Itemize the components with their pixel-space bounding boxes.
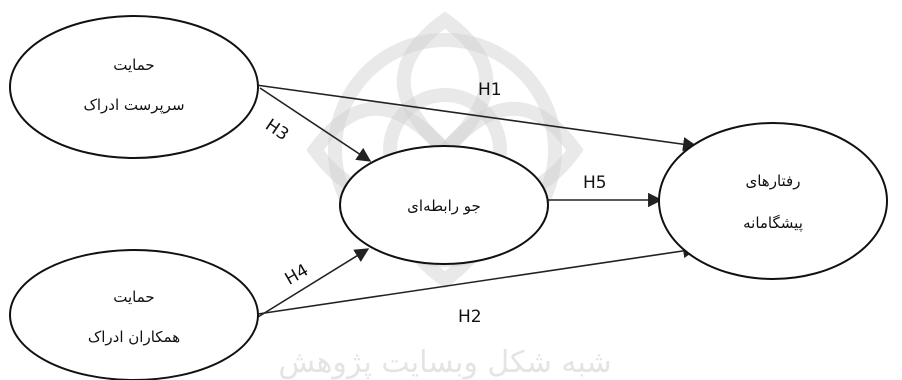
node-supervisor-line1: حمایت [113,56,154,74]
node-proactive-behaviors: رفتارهای پیشگامانه [658,122,888,280]
svg-text:شبه شکل وبسایت پژوهش: شبه شکل وبسایت پژوهش [278,345,611,380]
edge-label-h3: H3 [261,115,292,145]
node-supervisor-line2: سرپرست ادراک [83,96,184,115]
edge-label-h5: H5 [583,173,607,193]
node-perceived-coworker-support: حمایت همکاران ادراک [9,249,259,380]
edge-label-h1: H1 [478,80,502,100]
node-behaviors-line1: رفتارهای [746,172,801,190]
node-perceived-supervisor-support: حمایت سرپرست ادراک [9,15,259,159]
edge-h4-arrow [257,248,370,318]
edge-h2-arrow [257,243,698,315]
edge-label-h2: H2 [458,307,482,327]
node-climate-label: جو رابطه‌ای [407,197,481,215]
node-relational-climate: جو رابطه‌ای [339,145,549,265]
edge-h1-arrow [255,84,698,152]
edge-label-h4: H4 [282,260,312,289]
node-coworkers-line1: حمایت [113,288,154,306]
node-coworkers-line2: همکاران ادراک [88,328,180,346]
node-behaviors-line2: پیشگامانه [743,214,803,233]
edge-h3-arrow [259,87,372,162]
